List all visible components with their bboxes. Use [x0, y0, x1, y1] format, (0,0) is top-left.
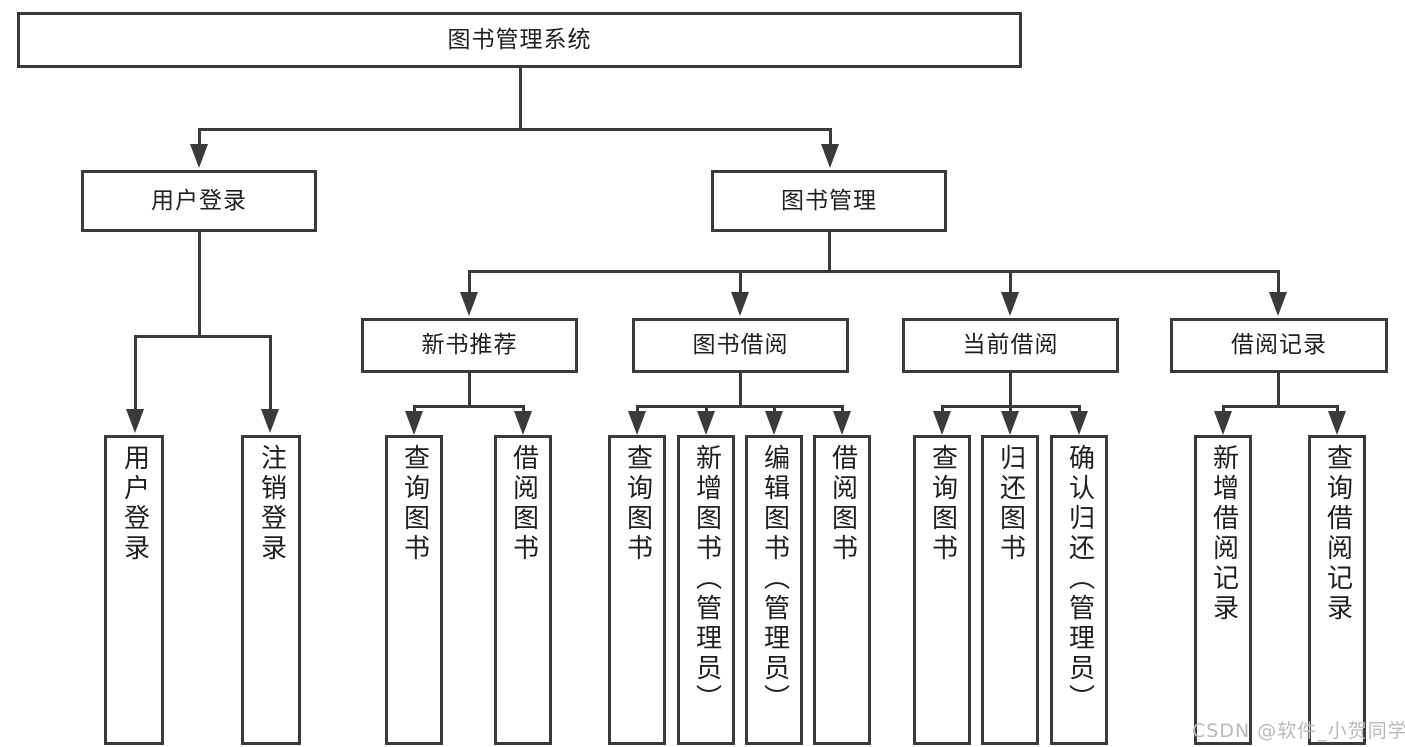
arrowhead-borrow-record-leaf-1 — [1328, 411, 1346, 435]
arrowhead-to-new-book — [460, 292, 478, 316]
node-user-login[interactable]: 用户登录 — [81, 170, 317, 232]
arrowhead-current-borrow-leaf-2 — [1070, 411, 1088, 435]
connector-book-borrow-leaf-1 — [705, 405, 708, 413]
connector-book-borrow-leaf-0 — [636, 405, 639, 413]
leaf-book-borrow-query-book[interactable]: 查询图书 — [608, 435, 666, 745]
connector-user-login-stem — [198, 232, 201, 337]
connector-root-to-book-management — [829, 128, 832, 146]
node-label: 查询借阅记录 — [1322, 444, 1353, 624]
connector-user-login-bus — [134, 335, 272, 338]
connector-new-book-stem — [468, 373, 471, 408]
connector-book-borrow-leaf-3 — [841, 405, 844, 413]
connector-borrow-record-bus — [1222, 405, 1339, 408]
leaf-book-borrow-add-book-admin[interactable]: 新增图书（管理员） — [677, 435, 735, 745]
connector-book-borrow-stem — [739, 373, 742, 408]
leaf-book-borrow-borrow-book[interactable]: 借阅图书 — [813, 435, 871, 745]
connector-borrow-record-stem — [1277, 373, 1280, 408]
node-label: 新增借阅记录 — [1208, 444, 1239, 624]
connector-to-borrow-record — [1277, 270, 1280, 294]
node-label: 借阅图书 — [508, 444, 539, 564]
node-label: 确认归还（管理员） — [1064, 444, 1095, 714]
leaf-borrow-record-add-record[interactable]: 新增借阅记录 — [1194, 435, 1252, 745]
connector-to-book-borrow — [739, 270, 742, 294]
node-label: 新增图书（管理员） — [691, 444, 722, 714]
arrowhead-root-to-book-management — [821, 144, 839, 168]
node-label: 借阅记录 — [1231, 332, 1327, 359]
node-new-book-recommend[interactable]: 新书推荐 — [361, 318, 578, 373]
node-label: 借阅图书 — [827, 444, 858, 564]
arrowhead-book-borrow-leaf-0 — [628, 411, 646, 435]
arrowhead-current-borrow-leaf-1 — [1001, 411, 1019, 435]
connector-borrow-record-leaf-0 — [1222, 405, 1225, 413]
arrowhead-to-book-borrow — [731, 292, 749, 316]
node-book-borrow[interactable]: 图书借阅 — [632, 318, 849, 373]
arrowhead-user-login-leaf-1 — [261, 409, 279, 433]
node-label: 图书管理 — [781, 187, 877, 214]
connector-to-current-borrow — [1009, 270, 1012, 294]
leaf-current-borrow-confirm-return-admin[interactable]: 确认归还（管理员） — [1050, 435, 1108, 745]
arrowhead-borrow-record-leaf-0 — [1214, 411, 1232, 435]
connector-current-borrow-stem — [1009, 373, 1012, 408]
connector-user-login-leaf-1 — [269, 335, 272, 411]
node-root-book-management-system[interactable]: 图书管理系统 — [17, 12, 1022, 68]
connector-new-book-leaf-0 — [413, 405, 416, 413]
node-book-management[interactable]: 图书管理 — [711, 170, 947, 232]
node-borrow-record[interactable]: 借阅记录 — [1170, 318, 1388, 373]
node-label: 编辑图书（管理员） — [759, 444, 790, 714]
connector-current-borrow-leaf-0 — [941, 405, 944, 413]
connector-root-stem — [519, 68, 522, 130]
node-label: 查询图书 — [927, 444, 958, 564]
connector-current-borrow-leaf-2 — [1078, 405, 1081, 413]
node-label: 查询图书 — [399, 444, 430, 564]
leaf-current-borrow-return-book[interactable]: 归还图书 — [981, 435, 1039, 745]
leaf-current-borrow-query-book[interactable]: 查询图书 — [913, 435, 971, 745]
node-label: 图书管理系统 — [447, 26, 592, 53]
arrowhead-new-book-leaf-0 — [405, 411, 423, 435]
connector-to-new-book — [468, 270, 471, 294]
connector-book-management-stem — [828, 232, 831, 272]
connector-level3-bus — [468, 270, 1280, 273]
arrowhead-book-borrow-leaf-1 — [697, 411, 715, 435]
arrowhead-user-login-leaf-0 — [126, 409, 144, 433]
node-label: 新书推荐 — [421, 332, 518, 359]
leaf-borrow-record-query-record[interactable]: 查询借阅记录 — [1308, 435, 1366, 745]
arrowhead-root-to-user-login — [190, 144, 208, 168]
connector-user-login-leaf-0 — [134, 335, 137, 411]
connector-root-bus — [198, 128, 832, 131]
leaf-new-book-borrow-book[interactable]: 借阅图书 — [494, 435, 552, 745]
arrowhead-current-borrow-leaf-0 — [933, 411, 951, 435]
connector-new-book-leaf-1 — [522, 405, 525, 413]
leaf-user-login-logout[interactable]: 注销登录 — [241, 435, 301, 745]
connector-current-borrow-leaf-1 — [1009, 405, 1012, 413]
node-current-borrow[interactable]: 当前借阅 — [902, 318, 1119, 373]
connector-borrow-record-leaf-1 — [1336, 405, 1339, 413]
leaf-book-borrow-edit-book-admin[interactable]: 编辑图书（管理员） — [745, 435, 803, 745]
node-label: 当前借阅 — [962, 332, 1059, 359]
arrowhead-to-current-borrow — [1001, 292, 1019, 316]
connector-book-borrow-leaf-2 — [773, 405, 776, 413]
arrowhead-to-borrow-record — [1269, 292, 1287, 316]
leaf-user-login-login[interactable]: 用户登录 — [104, 435, 164, 745]
arrowhead-new-book-leaf-1 — [514, 411, 532, 435]
node-label: 用户登录 — [119, 444, 150, 564]
connector-book-borrow-bus — [636, 405, 844, 408]
connector-root-to-user-login — [198, 128, 201, 146]
arrowhead-book-borrow-leaf-2 — [765, 411, 783, 435]
leaf-new-book-query-book[interactable]: 查询图书 — [385, 435, 443, 745]
node-label: 注销登录 — [256, 444, 287, 564]
arrowhead-book-borrow-leaf-3 — [833, 411, 851, 435]
node-label: 查询图书 — [622, 444, 653, 564]
node-label: 图书借阅 — [692, 332, 789, 359]
node-label: 归还图书 — [995, 444, 1026, 564]
connector-new-book-bus — [413, 405, 525, 408]
node-label: 用户登录 — [151, 187, 247, 214]
